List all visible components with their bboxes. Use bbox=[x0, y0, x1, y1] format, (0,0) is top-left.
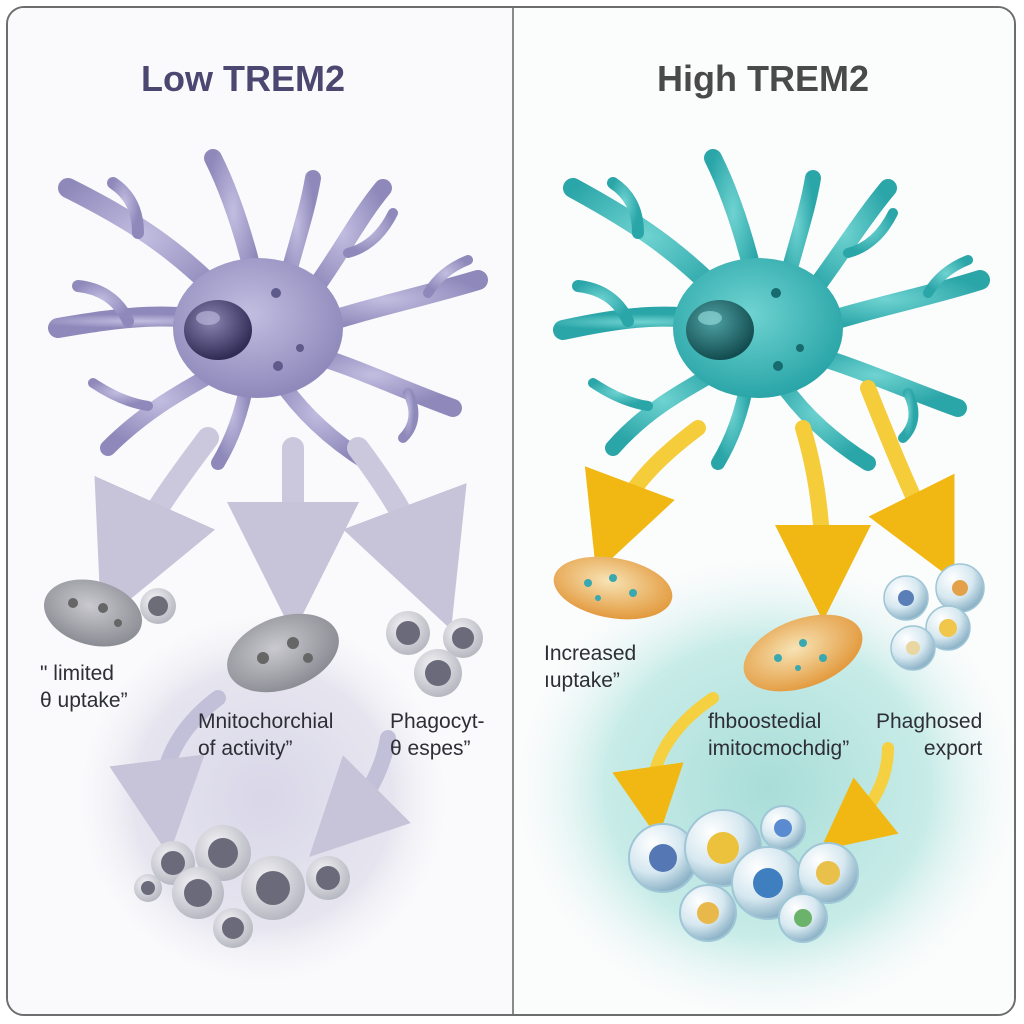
left-halo bbox=[78, 613, 448, 983]
left-mitochondria bbox=[43, 579, 339, 693]
label-boosted-mito: fhboostedial imitocmochdig” bbox=[708, 708, 849, 762]
label-phaghosed-export-line1: Phaghosed bbox=[876, 710, 983, 733]
left-vesicle-cluster bbox=[134, 825, 350, 948]
label-phagocyt: Phagocyt- θ espes” bbox=[390, 708, 485, 762]
label-limited-uptake-line1: " limited bbox=[40, 662, 114, 685]
label-mito-activity: Mnitochorchial of activity” bbox=[198, 708, 333, 762]
label-phagocyt-line2: θ espes” bbox=[390, 737, 471, 760]
label-boosted-mito-line2: imitocmochdig” bbox=[708, 737, 850, 760]
right-phagosomes bbox=[883, 563, 985, 671]
label-phagocyt-line1: Phagocyt- bbox=[390, 710, 485, 733]
right-mitochondria bbox=[553, 556, 863, 692]
right-bubble-cluster bbox=[628, 805, 859, 943]
right-arrows bbox=[584, 380, 955, 851]
diagram-art bbox=[43, 149, 1014, 1014]
figure-frame: Low TREM2 High TREM2 " limited θ uptake”… bbox=[6, 6, 1016, 1016]
left-phagosomes bbox=[386, 611, 483, 697]
label-boosted-mito-line1: fhboostedial bbox=[708, 710, 822, 733]
label-phaghosed-export: Phaghosed export bbox=[876, 708, 982, 762]
right-microglia-cell bbox=[553, 149, 990, 471]
label-mito-activity-line2: of activity” bbox=[198, 737, 293, 760]
left-arrows bbox=[94, 427, 467, 857]
low-trem2-title: Low TREM2 bbox=[141, 58, 345, 99]
label-increased-uptake-line2: ıuptake” bbox=[544, 669, 620, 692]
label-limited-uptake-line2: θ uptake” bbox=[40, 689, 128, 712]
label-mito-activity-line1: Mnitochorchial bbox=[198, 710, 334, 733]
panel-divider bbox=[512, 8, 514, 1014]
label-increased-uptake-line1: Increased bbox=[544, 642, 637, 665]
label-phaghosed-export-line2: export bbox=[923, 737, 983, 760]
left-nucleus bbox=[184, 300, 252, 360]
label-limited-uptake: " limited θ uptake” bbox=[40, 660, 128, 714]
right-halo bbox=[518, 558, 1014, 1014]
left-microglia-cell bbox=[48, 149, 488, 471]
label-increased-uptake: Increased ıuptake” bbox=[544, 640, 636, 694]
high-trem2-title: High TREM2 bbox=[657, 58, 869, 99]
right-nucleus bbox=[686, 300, 754, 360]
